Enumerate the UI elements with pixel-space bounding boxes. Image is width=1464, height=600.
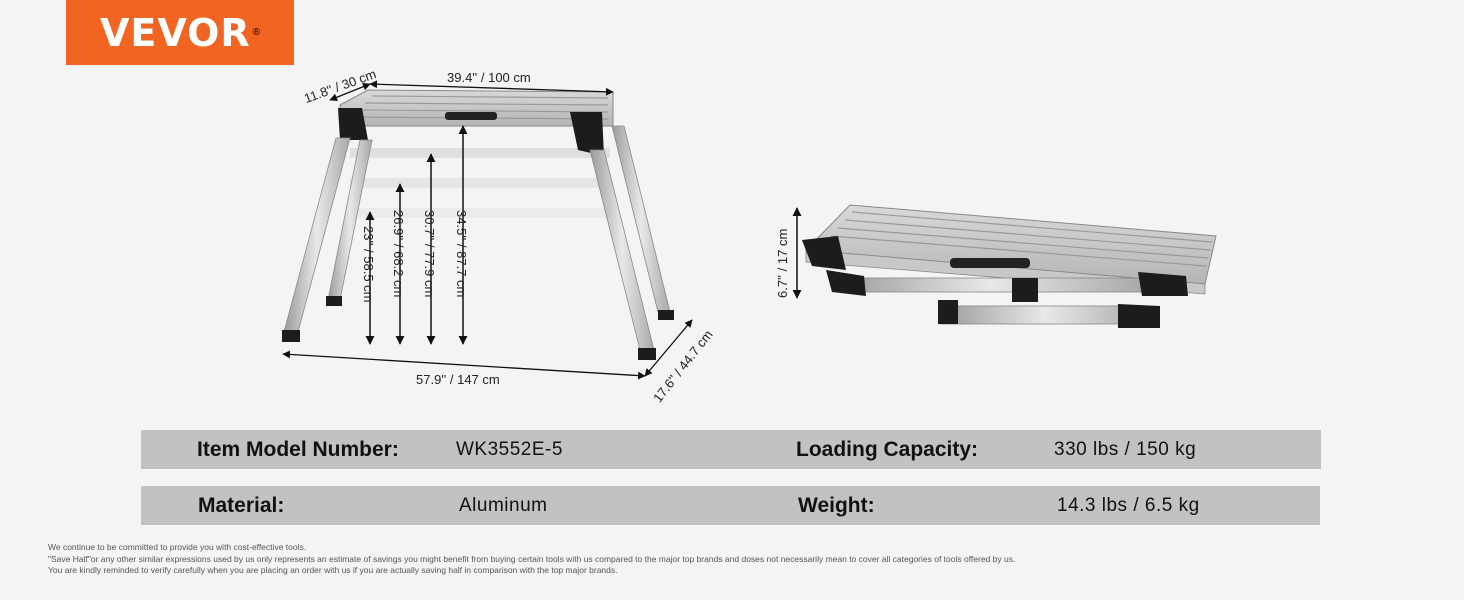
height-levels (350, 148, 610, 218)
brand-name: VEVOR (99, 10, 251, 55)
spec-row-material-weight: Material: Aluminum Weight: 14.3 lbs / 6.… (141, 486, 1320, 525)
disclaimer-line-2: "Save Half"or any other similar expressi… (48, 553, 1016, 564)
folded-carry-handle (950, 258, 1030, 268)
carry-handle (445, 112, 497, 120)
model-value: WK3552E-5 (456, 439, 563, 460)
disclaimer-line-3: You are kindly reminded to verify carefu… (48, 565, 618, 575)
material-label: Material: (198, 494, 285, 517)
folded-height-dimension: 6.7'' / 17 cm (775, 228, 790, 298)
capacity-label: Loading Capacity: (796, 438, 979, 461)
registered-mark: ® (252, 27, 261, 38)
vevor-logo: VEVOR® (66, 0, 294, 65)
weight-label: Weight: (798, 494, 875, 517)
weight-value: 14.3 lbs / 6.5 kg (1057, 495, 1200, 516)
top-width-dimension: 39.4'' / 100 cm (447, 70, 531, 85)
base-width-dimension: 57.9'' / 147 cm (416, 372, 500, 387)
model-label: Item Model Number: (197, 438, 399, 461)
material-value: Aluminum (459, 495, 548, 516)
right-bracket (570, 112, 604, 156)
platform-folded-illustration (792, 204, 1217, 328)
capacity-value: 330 lbs / 150 kg (1054, 439, 1197, 460)
disclaimer: We continue to be committed to provide y… (48, 542, 1015, 577)
left-bracket (338, 108, 368, 140)
spec-row-model-capacity: Item Model Number: WK3552E-5 Loading Cap… (141, 430, 1321, 469)
platform-open-illustration (282, 80, 693, 380)
disclaimer-line-1: We continue to be committed to provide y… (48, 542, 307, 552)
